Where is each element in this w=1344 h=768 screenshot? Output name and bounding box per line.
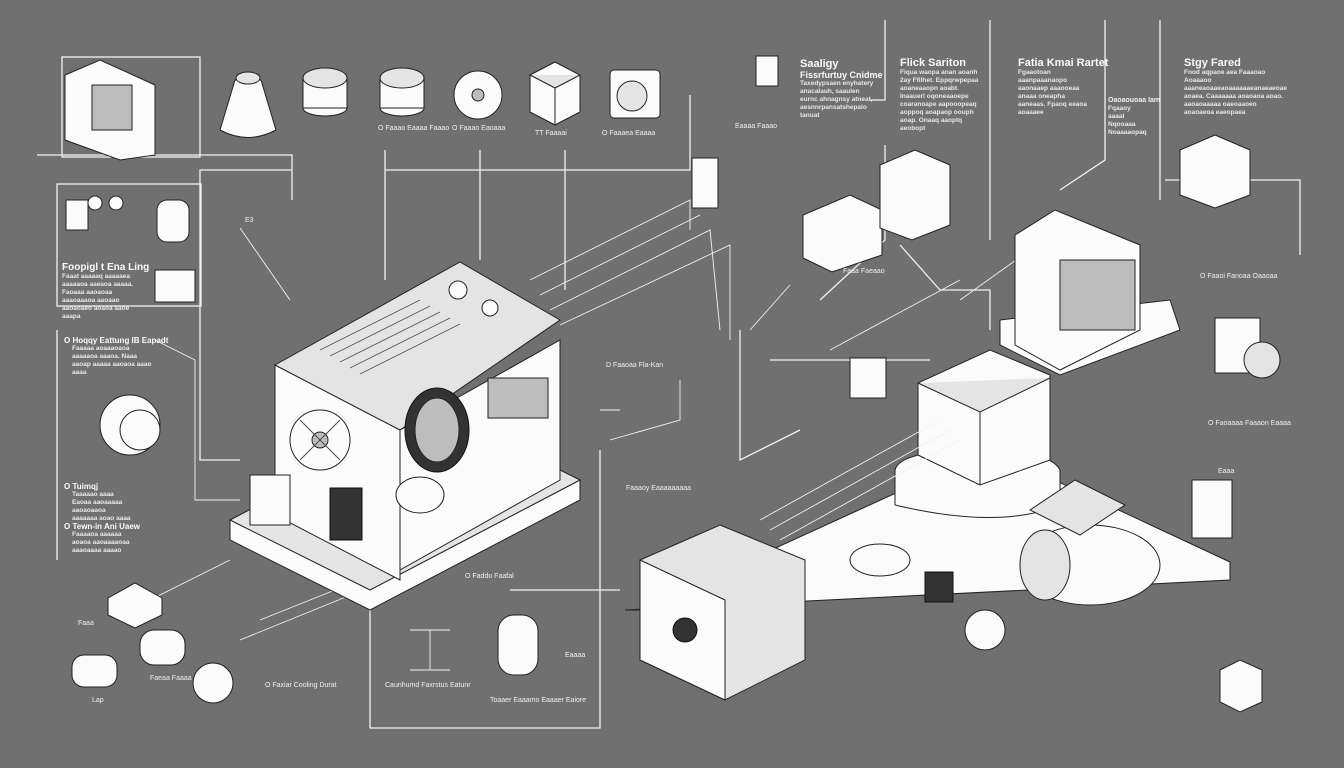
section-body: Fnod aqpaoe aea Faaaoao Aoaaaoo aaaneaoa…	[1184, 69, 1287, 116]
callout-right: Oaoaouoaa Iam Fqaaoy aaaal Nqooaaa Noaaa…	[1108, 97, 1160, 137]
component-icons-top	[64, 59, 661, 303]
section-title: Flick Sariton	[900, 57, 967, 69]
section-body: Faaat aaaaaq aaaaaea aaaaaoa aaeaoa aaaa…	[62, 273, 134, 320]
label-12: Faeaa Faaaa	[150, 675, 192, 682]
left-section-1: O Hoqqy Eattung IB Eapadt Faaaaa aoaaaoa…	[64, 336, 168, 377]
label-7: O Faoaaaa Faaaon Eaaaa	[1208, 420, 1291, 427]
label-17: Eaaaa	[565, 652, 586, 659]
label-3: Toaaer Eaaamo Eaaaer Eaiore	[490, 697, 587, 704]
section-body: Fgaaotoan aaanpaaanaopo aaonaaep aaaooea…	[1018, 69, 1088, 116]
section-title: Fatia Kmai Rartet	[1018, 57, 1109, 69]
section-body: Fiqua waopa anan aoanh 2ay Ffilhet. Eppq…	[900, 69, 979, 132]
section-title: O Tewn-in Ani Uaew	[64, 522, 141, 531]
label-19: Faaa Faeaao	[843, 268, 885, 275]
label-8: O Faaao Eaaaa Faaao	[378, 125, 450, 132]
label-10: O Faaaea Eaaaa	[602, 130, 656, 137]
label-9: TT Faaaai	[535, 130, 567, 137]
label-1: O Faxiar Cooling Durat	[265, 682, 337, 689]
left-components	[71, 394, 539, 704]
section-title: Foopigl t Ena Ling	[62, 262, 150, 273]
label-14: Faaa	[78, 620, 94, 627]
label-18: E3	[245, 217, 254, 224]
left-box-section: Foopigl t Ena Ling Faaat aaaaaq aaaaaea …	[62, 262, 149, 321]
label-2: Caunhumd Faxrstus Eatunr	[385, 682, 471, 689]
section-flick-sariton: Flick Sariton Fiqua waopa anan aoanh 2ay…	[900, 57, 980, 133]
label-16: Eaaaa Faaao	[735, 123, 778, 130]
section-body: Faaaaoa aaaaaa aoaoa aaoaaaaoaa aaaoaaaa…	[72, 531, 130, 554]
main-hvac-unit	[228, 261, 582, 611]
section-body: Faaaaa aoaaaoaoa aaaaaoa aaaoa. Naaa aao…	[72, 345, 152, 376]
label-6: O Faaoi Fanoaa Oaaoaa	[1200, 273, 1278, 280]
section-subtitle: Fissrfurtuy Cnidme	[800, 70, 883, 80]
section-title: O Tuimqj	[64, 482, 99, 491]
section-fatia-kmai-rartet: Fatia Kmai Rartet Fgaaotoan aaanpaaanaop…	[1018, 57, 1108, 117]
label-13: Lap	[92, 697, 104, 704]
callout-body: Fqaaoy aaaal Nqooaaa Noaaaaopaq	[1108, 105, 1147, 136]
section-body: Taaaaao aaaa Eaoaa aaoaaaaa aaoaoaaoa aa…	[72, 491, 131, 522]
section-title: Stgy Fared	[1184, 57, 1241, 69]
section-title: O Hoqqy Eattung IB Eapadt	[64, 336, 169, 345]
section-title: Saaligy	[800, 58, 839, 70]
callout-title: Oaoaouoaa Iam	[1108, 97, 1161, 104]
label-5: Faaaoy Eaaaaaaaaa	[626, 485, 691, 492]
left-section-2: O Tuimqj Taaaaao aaaa Eaoaa aaoaaaaa aao…	[64, 482, 132, 523]
label-0: O Faddo Faafal	[465, 573, 514, 580]
label-4: D Faaoaa Fla-Kan	[606, 362, 664, 369]
label-11: O Faaao Eaoaaa	[452, 125, 506, 132]
right-assemblies	[624, 55, 1281, 713]
left-section-3: O Tewn-in Ani Uaew Faaaaoa aaaaaa aoaoa …	[64, 522, 140, 555]
section-stgy-fared: Stgy Fared Fnod aqpaoe aea Faaaoao Aoaaa…	[1184, 57, 1287, 117]
label-15: Eaaa	[1218, 468, 1235, 475]
section-body: Taxedypsaen enyhatery anacalauh, saaulen…	[800, 80, 874, 119]
section-saaligy: Saaligy Fissrfurtuy Cnidme Taxedypsaen e…	[800, 58, 883, 120]
